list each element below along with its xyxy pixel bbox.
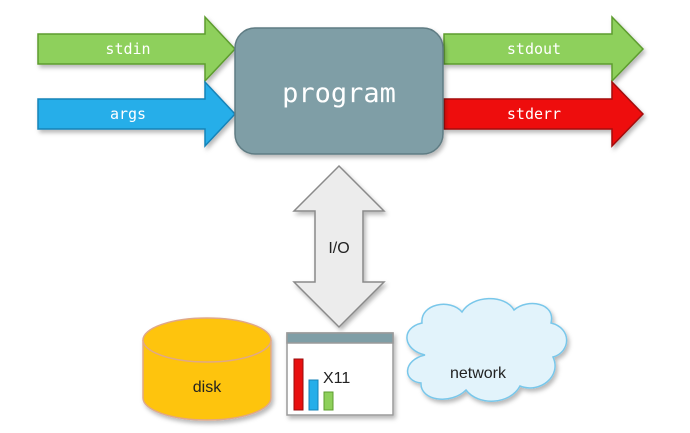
- stdin-arrow: stdin: [37, 15, 237, 83]
- stdin-label: stdin: [105, 40, 150, 58]
- network-cloud-icon: network: [406, 297, 568, 402]
- args-label: args: [110, 105, 146, 123]
- stdout-arrow: stdout: [443, 15, 645, 83]
- program-box: program: [234, 27, 444, 155]
- disk-label: disk: [193, 379, 222, 396]
- io-double-arrow: I/O: [292, 164, 386, 329]
- stdout-label: stdout: [507, 40, 561, 58]
- x11-label: X11: [323, 370, 350, 387]
- disk-cylinder: disk: [142, 317, 272, 421]
- stderr-label: stderr: [507, 105, 561, 123]
- x11-window: [286, 332, 394, 416]
- program-label: program: [282, 78, 396, 109]
- stderr-arrow: stderr: [443, 80, 645, 148]
- io-label: I/O: [328, 240, 349, 257]
- bar-chart-window-icon: [293, 358, 334, 411]
- args-arrow: args: [37, 80, 237, 148]
- network-label: network: [450, 365, 507, 382]
